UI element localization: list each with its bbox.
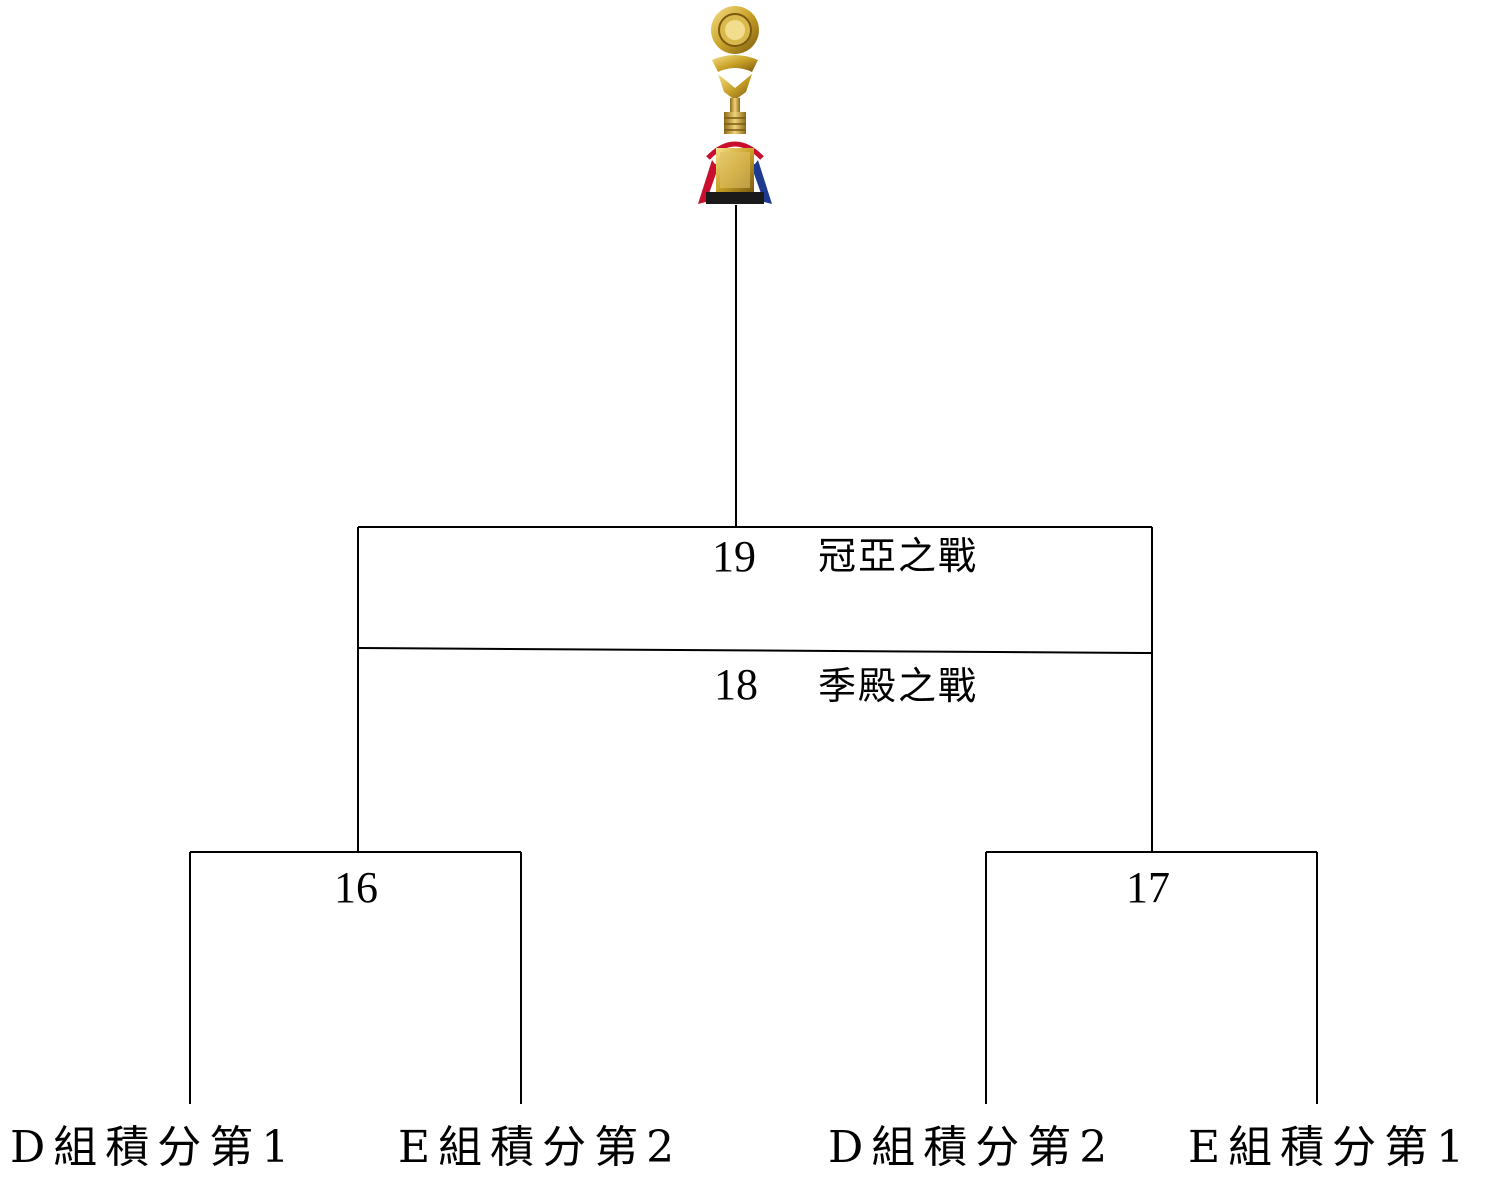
third-place-match-number: 18 bbox=[714, 660, 758, 709]
entrant-d1: D組積分第1 bbox=[10, 1122, 298, 1173]
final-match-number: 19 bbox=[712, 532, 756, 581]
third-place-divider-line bbox=[357, 647, 1153, 654]
entrant-e1: E組積分第1 bbox=[1188, 1122, 1473, 1173]
entrant-e2: E組積分第2 bbox=[398, 1122, 683, 1173]
entrant-d2: D組積分第2 bbox=[828, 1122, 1116, 1173]
semifinal-16-match-number: 16 bbox=[334, 863, 378, 912]
third-place-title: 季殿之戰 bbox=[818, 664, 979, 708]
final-title: 冠亞之戰 bbox=[818, 534, 979, 578]
semifinal-17-match-number: 17 bbox=[1126, 863, 1170, 912]
trophy-icon bbox=[698, 6, 772, 204]
